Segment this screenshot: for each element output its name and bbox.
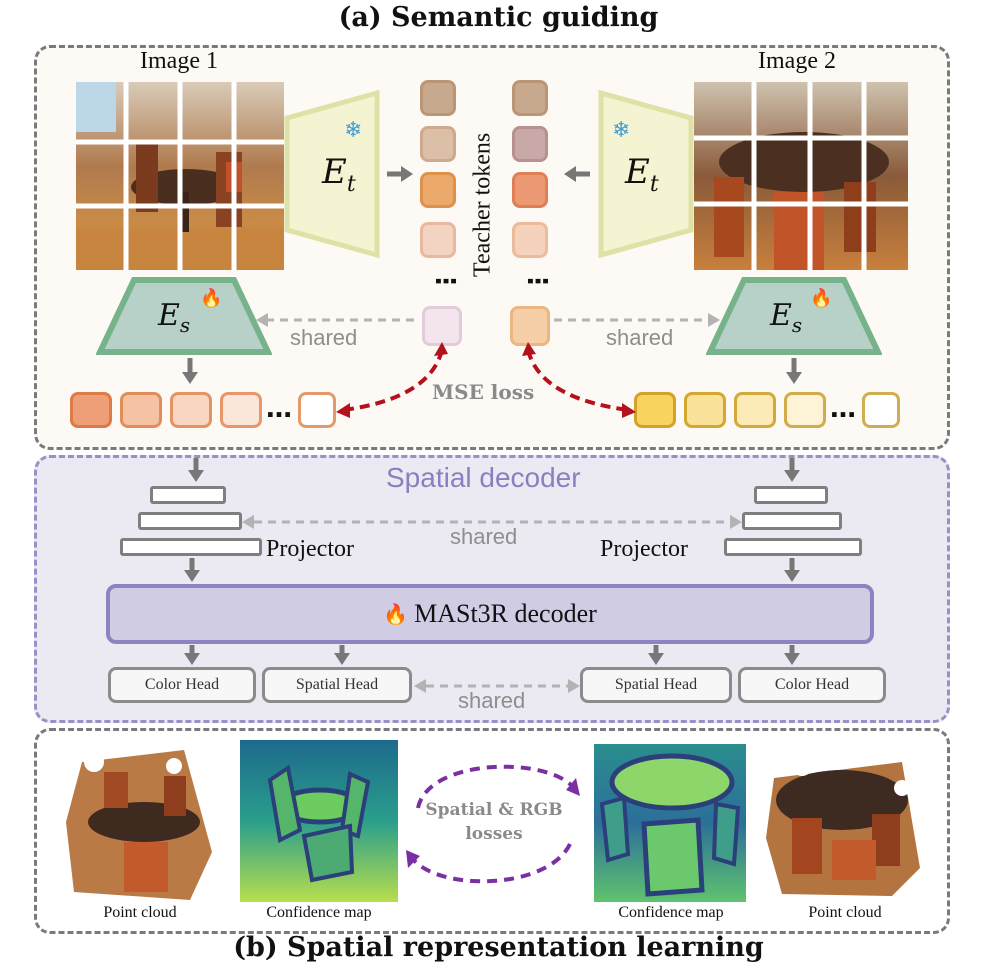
arrow-down <box>784 558 800 582</box>
heads-shared-arrow <box>414 679 580 693</box>
student-token <box>170 392 212 428</box>
heads-shared-label: shared <box>458 688 526 713</box>
mse-loss-label: MSE loss <box>432 380 535 404</box>
arrow-down <box>188 458 204 482</box>
fire-icon: 🔥 <box>200 288 223 309</box>
losses-label: Spatial & RGB losses <box>425 800 563 844</box>
projector-right-layer <box>724 538 862 556</box>
color-head-right: Color Head <box>738 667 886 703</box>
teacher-token <box>510 306 550 346</box>
student-token <box>70 392 112 428</box>
student-token <box>298 392 336 428</box>
teacher-encoder-left-label: Et <box>322 152 356 197</box>
teacher-encoder-right <box>598 89 694 259</box>
student-token <box>684 392 726 428</box>
spatial-head-right: Spatial Head <box>580 667 732 703</box>
teacher-encoder-right-label: Et <box>625 152 659 197</box>
student-token <box>120 392 162 428</box>
mse-loss-arrows <box>336 342 636 418</box>
arrow-down <box>786 358 802 384</box>
student-token <box>734 392 776 428</box>
mast3r-decoder-label: MASt3R decoder <box>414 599 597 628</box>
student-encoder-right-label: Es <box>770 298 803 337</box>
ellipsis-vertical: ⋮ <box>430 268 460 294</box>
shared-label-left: shared <box>290 325 358 350</box>
arrow-encoder-to-tokens-left <box>387 166 413 182</box>
projector-right-layer <box>754 486 828 504</box>
point-cloud-left <box>66 750 212 900</box>
projector-shared-label: shared <box>450 524 518 549</box>
arrow-down <box>784 645 800 665</box>
snowflake-icon: ❄ <box>344 118 363 143</box>
point-cloud-right <box>766 756 920 896</box>
arrow-down <box>184 645 200 665</box>
ellipsis-horizontal: … <box>830 394 856 424</box>
teacher-token <box>420 172 456 208</box>
projector-left-layer <box>150 486 226 504</box>
student-token <box>634 392 676 428</box>
teacher-token <box>512 222 548 258</box>
arrow-down <box>648 645 664 665</box>
student-encoder-left <box>96 277 272 355</box>
ellipsis-horizontal: … <box>266 394 292 424</box>
confidence-map-right-label: Confidence map <box>618 904 724 921</box>
arrow-down <box>334 645 350 665</box>
student-token <box>220 392 262 428</box>
teacher-token <box>420 126 456 162</box>
arrow-down <box>184 558 200 582</box>
fire-icon: 🔥 <box>810 288 833 309</box>
panel-b-title: (b) Spatial representation learning <box>233 932 764 963</box>
teacher-token <box>420 222 456 258</box>
projector-right-label: Projector <box>600 536 688 562</box>
teacher-encoder-left <box>284 89 380 259</box>
spatial-head-left: Spatial Head <box>262 667 412 703</box>
teacher-tokens-label: Teacher tokens <box>469 132 496 278</box>
arrow-down <box>784 458 800 482</box>
image1-label: Image 1 <box>140 48 218 74</box>
point-cloud-left-label: Point cloud <box>103 904 177 921</box>
spatial-decoder-title: Spatial decoder <box>386 462 581 493</box>
losses-cycle-arrow <box>406 764 580 884</box>
teacher-token <box>512 80 548 116</box>
panel-a-title: (a) Semantic guiding <box>338 2 659 33</box>
projector-shared-arrow <box>242 515 742 529</box>
point-cloud-right-label: Point cloud <box>808 904 882 921</box>
shared-arrow-right <box>554 313 720 327</box>
student-token <box>862 392 900 428</box>
image1-patches <box>76 82 284 270</box>
projector-left-label: Projector <box>266 536 354 562</box>
student-token <box>784 392 826 428</box>
fire-icon: 🔥 <box>383 602 409 626</box>
projector-right-layer <box>742 512 842 530</box>
ellipsis-vertical: ⋮ <box>522 268 552 294</box>
color-head-left: Color Head <box>108 667 256 703</box>
image2-patches <box>694 82 908 270</box>
mast3r-decoder: 🔥 MASt3R decoder <box>106 584 874 644</box>
teacher-token <box>512 172 548 208</box>
student-encoder-right <box>706 277 882 355</box>
confidence-map-right <box>594 744 746 902</box>
projector-left-layer <box>120 538 262 556</box>
arrow-down <box>182 358 198 384</box>
student-encoder-left-label: Es <box>158 298 191 337</box>
arrow-encoder-to-tokens-right <box>564 166 590 182</box>
projector-left-layer <box>138 512 242 530</box>
confidence-map-left <box>240 740 398 902</box>
snowflake-icon: ❄ <box>612 118 631 143</box>
teacher-token <box>420 80 456 116</box>
teacher-token <box>512 126 548 162</box>
shared-label-right: shared <box>606 325 674 350</box>
confidence-map-left-label: Confidence map <box>266 904 372 921</box>
shared-arrow-left <box>256 313 420 327</box>
image2-label: Image 2 <box>758 48 836 74</box>
